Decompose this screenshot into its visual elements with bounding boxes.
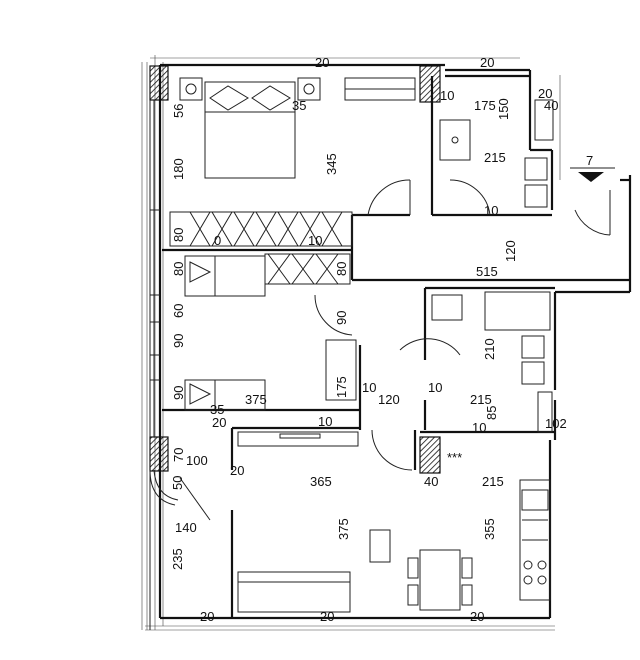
bathroom-1-fixtures [439, 99, 554, 208]
direction-marker [570, 167, 615, 182]
dim-label: 0 [214, 233, 221, 248]
stars-mark: *** [447, 450, 462, 465]
direction-marker-label: 7 [586, 153, 593, 168]
walls [158, 63, 632, 620]
dim-label: 40 [544, 98, 558, 113]
bathroom-2-fixtures [431, 291, 553, 433]
dim-label: 345 [324, 153, 339, 175]
dim-label: 10 [318, 414, 332, 429]
dim-label: 20 [480, 55, 494, 70]
dim-label: 175 [334, 376, 349, 398]
dim-label: 90 [171, 386, 186, 400]
dim-label: 80 [171, 228, 186, 242]
dim-label: 60 [171, 304, 186, 318]
dim-label: 40 [424, 474, 438, 489]
dim-label: 90 [334, 311, 349, 325]
dim-label: 10 [472, 420, 486, 435]
dim-label: 20 [470, 609, 484, 624]
windows [149, 100, 179, 630]
dim-label: 80 [171, 262, 186, 276]
dim-label: 100 [186, 453, 208, 468]
guide-lines [141, 55, 561, 631]
dim-label: 20 [212, 415, 226, 430]
dim-label: 375 [245, 392, 267, 407]
dim-label: 10 [362, 380, 376, 395]
dim-label: 10 [308, 233, 322, 248]
dim-label: 20 [230, 463, 244, 478]
dim-label: 20 [320, 609, 334, 624]
sofa [237, 571, 351, 613]
dim-label: 515 [476, 264, 498, 279]
dim-label: 70 [171, 448, 186, 462]
dim-label: 120 [378, 392, 400, 407]
dim-label: 120 [503, 240, 518, 262]
desk [325, 339, 357, 401]
dim-label: 10 [428, 380, 442, 395]
dim-label: 20 [315, 55, 329, 70]
dim-label: 10 [440, 88, 454, 103]
dim-label: 35 [210, 402, 224, 417]
single-bed-2 [184, 379, 266, 411]
dim-label: 355 [482, 518, 497, 540]
dim-label: 150 [496, 98, 511, 120]
dim-label: 85 [484, 406, 499, 420]
pillars [149, 65, 441, 474]
dim-label: 50 [170, 476, 185, 490]
upper-cabinet [237, 431, 359, 447]
coffee-table [369, 529, 391, 563]
dim-label: 20 [200, 609, 214, 624]
dim-label: 180 [171, 158, 186, 180]
dim-label: 80 [334, 262, 349, 276]
wardrobe-2 [264, 253, 351, 285]
dim-label: 20 [538, 86, 552, 101]
dim-label: 375 [336, 518, 351, 540]
dim-label: 102 [545, 416, 567, 431]
dim-label: 235 [170, 548, 185, 570]
dimension-labels: 20 20 20 56 35 345 180 175 150 40 10 215… [170, 55, 567, 624]
dim-label: 56 [171, 104, 186, 118]
dim-label: 210 [482, 338, 497, 360]
dim-label: 10 [484, 203, 498, 218]
wardrobe-top [344, 77, 416, 101]
dim-label: 175 [474, 98, 496, 113]
double-bed [179, 77, 321, 179]
dim-label: 215 [470, 392, 492, 407]
dining-table [407, 549, 473, 611]
dim-label: 140 [175, 520, 197, 535]
dim-label: 35 [292, 98, 306, 113]
dim-label: 215 [482, 474, 504, 489]
single-bed-1 [184, 255, 266, 297]
dim-label: 365 [310, 474, 332, 489]
dim-label: 215 [484, 150, 506, 165]
doors [179, 179, 611, 521]
kitchen-counter [519, 479, 551, 601]
wardrobe-1 [169, 211, 353, 247]
dim-label: 90 [171, 334, 186, 348]
